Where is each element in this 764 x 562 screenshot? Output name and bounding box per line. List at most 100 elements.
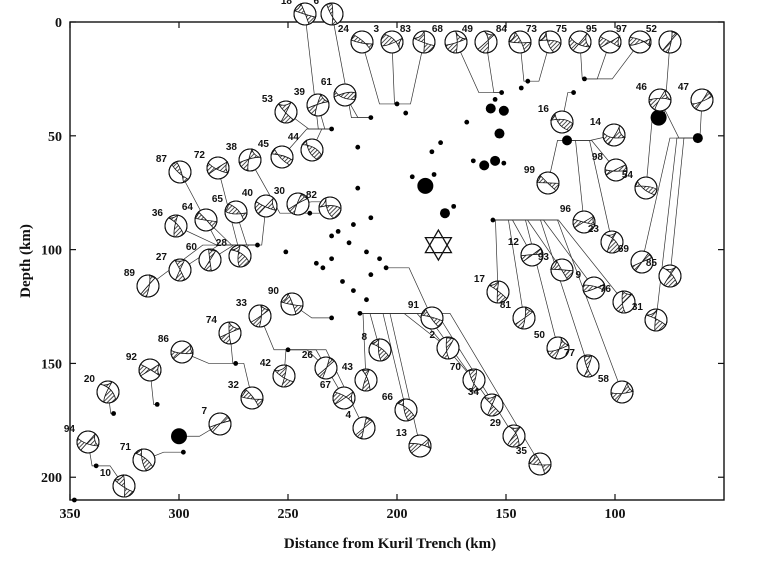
beachball: 16 (538, 104, 574, 134)
beachball-rim (112, 474, 136, 498)
event-id-label: 92 (126, 352, 138, 363)
event-id-label: 61 (321, 77, 333, 88)
hypocenter-dot (351, 222, 356, 227)
event-id-label: 30 (274, 186, 286, 197)
beachball: 47 (678, 82, 714, 112)
event-id-label: 98 (592, 152, 604, 163)
beachball: 36 (152, 208, 188, 238)
beachball-rim (630, 250, 654, 274)
event-id-label: 18 (281, 0, 293, 7)
leader-line (655, 137, 698, 321)
beachball-rim (168, 258, 192, 282)
star-triangle-down (424, 236, 453, 262)
beachball-rim (520, 243, 544, 267)
beachball: 2 (429, 330, 460, 360)
beachball: 66 (382, 392, 418, 422)
beachball: 94 (64, 424, 100, 454)
beachball-rim (628, 30, 652, 54)
beachball-rim (318, 196, 342, 220)
x-axis-title: Distance from Kuril Trench (km) (284, 536, 496, 552)
event-id-label: 53 (262, 94, 274, 105)
hypocenter-dot (340, 279, 345, 284)
beachball-rim (352, 416, 376, 440)
leader-line (386, 267, 433, 319)
x-tick-label: 300 (169, 507, 190, 522)
beachball: 68 (432, 24, 468, 54)
leader-line (359, 313, 541, 465)
beachball-rim (168, 160, 192, 184)
beachball-rim (206, 156, 230, 180)
beachball: 85 (646, 258, 682, 288)
event-id-label: 8 (361, 332, 367, 343)
beachball-rim (198, 248, 222, 272)
beachball-rim (306, 93, 330, 117)
event-id-label: 16 (538, 104, 550, 115)
beachball: 69 (618, 244, 654, 274)
event-id-label: 82 (306, 190, 318, 201)
event-id-label: 54 (622, 170, 634, 181)
event-id-label: 29 (490, 418, 502, 429)
event-id-label: 3 (373, 24, 379, 35)
beachball: 61 (321, 77, 357, 107)
leader-line (527, 41, 551, 82)
beachball: 10 (100, 468, 136, 498)
event-id-label: 50 (534, 330, 546, 341)
hypocenter-dot (409, 174, 415, 180)
hypocenter-dot (439, 208, 450, 219)
event-id-label: 47 (678, 82, 690, 93)
beachball: 28 (216, 238, 252, 268)
hypocenter-dot (494, 128, 505, 139)
hypocenter-dot (355, 144, 361, 150)
beachball: 23 (588, 224, 624, 254)
beachball: 72 (194, 150, 230, 180)
leader-line (584, 41, 641, 80)
beachball-rim (293, 2, 317, 26)
beachball-rim (394, 398, 418, 422)
event-id-label: 90 (268, 286, 280, 297)
event-id-label: 4 (345, 410, 351, 421)
beachball: 42 (260, 358, 296, 388)
event-id-label: 17 (474, 274, 486, 285)
beachball-rim (538, 30, 562, 54)
beachball: 58 (598, 374, 635, 404)
beachball: 3 (373, 24, 404, 54)
hypocenter-dot (71, 497, 77, 503)
hypocenter-dot (431, 172, 437, 177)
hypocenter-dot (650, 109, 667, 126)
hypocenter-dot (357, 310, 363, 316)
beachball: 39 (294, 87, 330, 117)
beachball: 70 (450, 362, 486, 392)
hypocenter-dot (368, 215, 374, 221)
hypocenter-dot (355, 185, 361, 191)
hypocenter-dot (490, 217, 496, 223)
beachball: 31 (632, 302, 668, 332)
beachball-rim (412, 30, 436, 54)
beachball-rim (332, 386, 356, 410)
x-tick-label: 250 (278, 507, 299, 522)
beachball-rim (314, 356, 338, 380)
y-tick-label: 150 (41, 357, 62, 372)
beachball: 4 (345, 410, 376, 440)
beachball-rim (610, 380, 634, 404)
beachball-rim (228, 244, 252, 268)
leader-line (567, 140, 613, 243)
beachball-rim (408, 434, 432, 458)
hypocenter-dot (492, 96, 498, 102)
event-id-label: 65 (212, 194, 224, 205)
beachball-rim (354, 368, 378, 392)
leader-line (485, 41, 502, 93)
hypocenter-dot (329, 233, 334, 239)
beachball: 45 (258, 139, 294, 169)
event-id-label: 33 (236, 298, 248, 309)
event-id-label: 60 (186, 242, 198, 253)
hypocenter-dot (451, 203, 457, 209)
event-id-label: 40 (242, 188, 254, 199)
beachball-rim (528, 452, 552, 476)
hypocenter-dot (368, 115, 374, 120)
beachball-rim (164, 214, 188, 238)
leader-line (281, 128, 332, 158)
event-id-label: 23 (588, 224, 600, 235)
leader-line (669, 137, 698, 277)
beachball: 44 (288, 132, 324, 162)
